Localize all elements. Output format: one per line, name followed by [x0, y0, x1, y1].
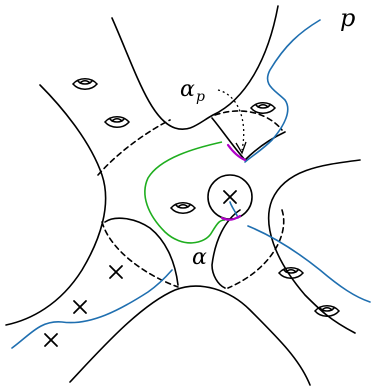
genus-handle-icon [72, 78, 98, 90]
genus-handle-icon [250, 102, 276, 114]
dashed-top-left [97, 119, 171, 176]
label-alpha-p: α [180, 77, 195, 102]
cross-marker-icon [73, 300, 87, 314]
cross-marker-icon [44, 333, 58, 347]
green-curve [144, 141, 226, 244]
blue-curve-lower-right [247, 225, 371, 303]
magenta-arc-top [226, 143, 247, 162]
magenta-arc-inner [220, 214, 242, 221]
boundary-right [267, 159, 361, 334]
dashed-right [227, 209, 285, 289]
inner-curve-top [211, 117, 286, 162]
genus-handle-icon [170, 202, 196, 214]
label-p: p [340, 4, 355, 32]
boundary-top-left [5, 84, 107, 326]
boundary-top [111, 5, 279, 130]
boundary-bottom [69, 285, 311, 386]
blue-curve-upper [244, 19, 321, 163]
dashed-left [101, 221, 179, 288]
alpha-p-arrowhead [235, 141, 247, 155]
alpha-p-arrow [217, 89, 245, 151]
label-alpha: α [192, 245, 207, 270]
blue-curve-lower-left [11, 269, 173, 349]
inner-curve-right [211, 209, 241, 289]
label-alpha-p-subscript: p [196, 89, 205, 105]
inner-curve-left [104, 217, 179, 286]
cross-marker-icon [109, 265, 123, 279]
genus-handle-icon [104, 116, 130, 128]
cross-marker-icon [223, 190, 237, 204]
genus-handle-icon [314, 305, 340, 317]
genus-handle-icon [278, 267, 304, 279]
dashed-top-right [214, 110, 283, 131]
